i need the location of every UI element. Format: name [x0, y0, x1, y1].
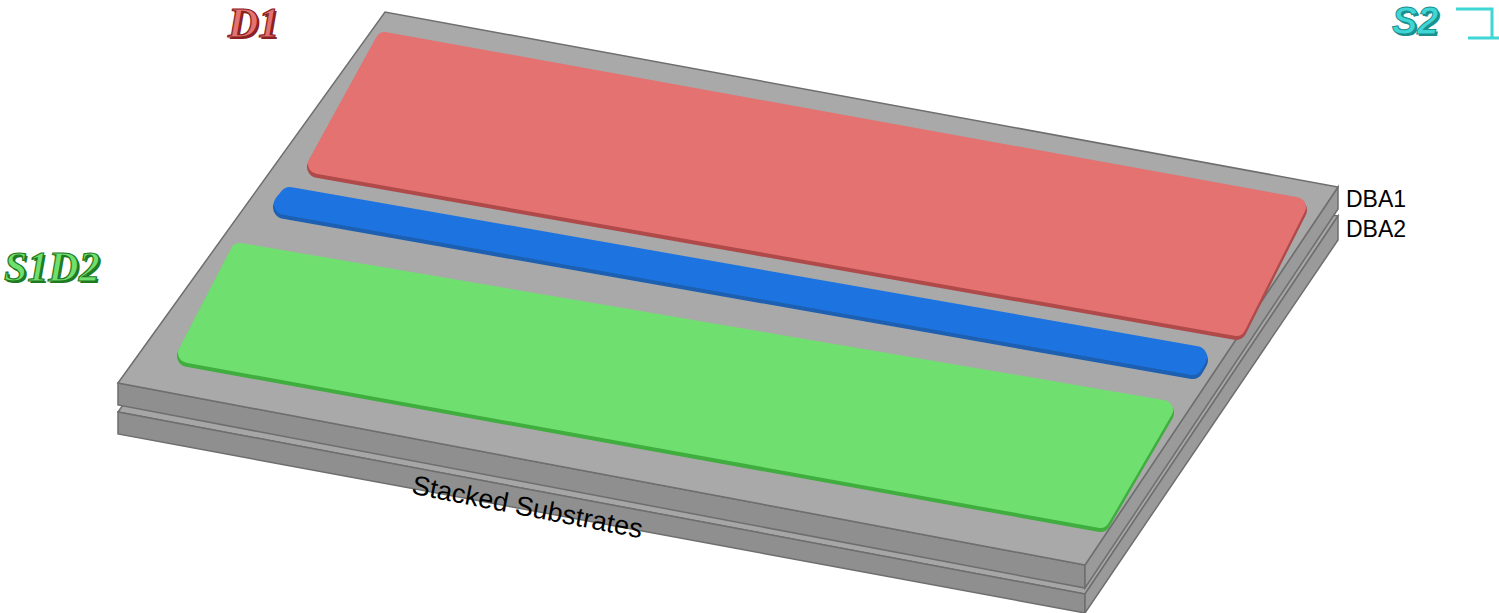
substrate-dba1 [118, 12, 1338, 565]
substrate-label: DBA1 [1346, 188, 1406, 211]
s2-terminal [1468, 37, 1499, 40]
pad-s1d2 [188, 253, 1163, 518]
s2-lead [1456, 9, 1492, 38]
pad-node: D1 [228, 2, 279, 44]
pad-label: D1 [228, 2, 279, 44]
terminal-label: S2 [1392, 2, 1438, 40]
pad-label: S1D2 [4, 246, 100, 288]
substrate-label: DBA2 [1346, 218, 1406, 241]
pad-node: S1D2 [4, 246, 100, 288]
